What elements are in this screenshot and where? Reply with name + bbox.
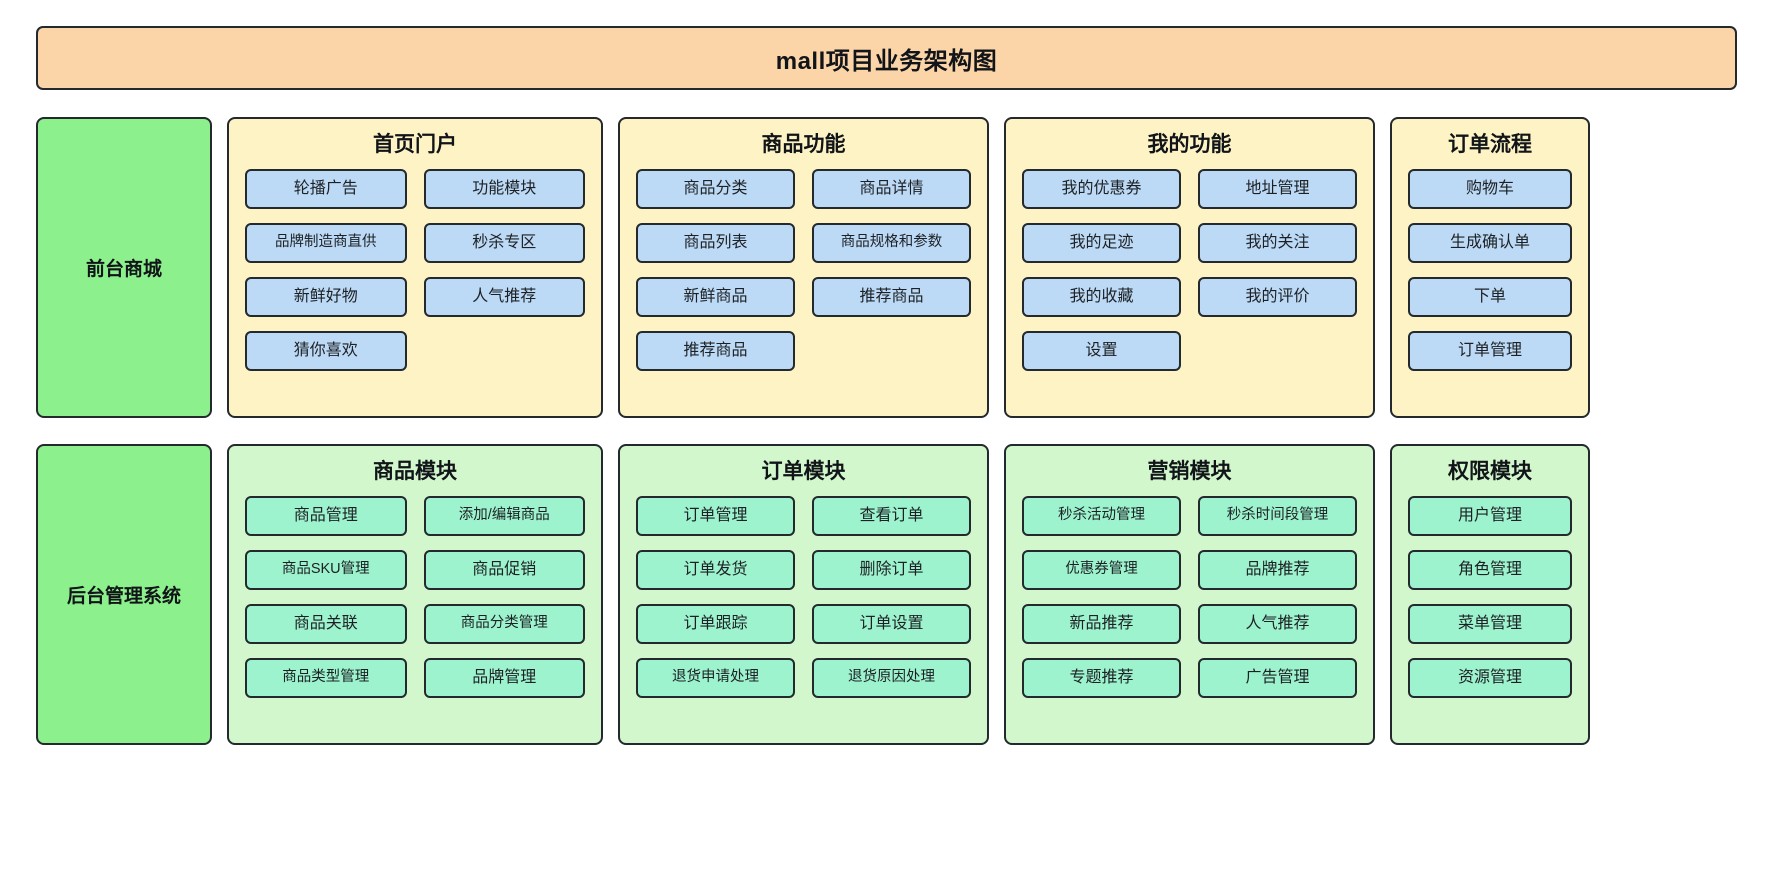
module-item[interactable]: 商品SKU管理 (245, 550, 407, 591)
module-item[interactable]: 商品类型管理 (245, 658, 407, 699)
module-item[interactable]: 新品推荐 (1022, 604, 1181, 645)
panel-order-flow: 订单流程 购物车 生成确认单 下单 订单管理 (1390, 117, 1590, 418)
module-item[interactable]: 品牌推荐 (1198, 550, 1357, 591)
module-item[interactable]: 商品详情 (812, 169, 971, 210)
module-item[interactable]: 商品分类管理 (423, 604, 585, 645)
panel-title-product-module: 商品模块 (373, 460, 457, 483)
module-item[interactable]: 订单跟踪 (636, 604, 795, 645)
module-item[interactable]: 查看订单 (812, 496, 971, 537)
module-item[interactable]: 我的关注 (1198, 223, 1357, 264)
tier-label-text: 后台管理系统 (66, 586, 181, 607)
frontend-panel-group: 首页门户 轮播广告 功能模块 品牌制造商直供 秒杀专区 新鲜好物 人气推荐 猜你… (227, 117, 1737, 418)
module-item[interactable]: 商品分类 (636, 169, 795, 210)
panel-home-portal: 首页门户 轮播广告 功能模块 品牌制造商直供 秒杀专区 新鲜好物 人气推荐 猜你… (227, 117, 603, 418)
panel-title-product-function: 商品功能 (761, 133, 846, 156)
panel-title-order-flow: 订单流程 (1448, 133, 1532, 156)
module-item[interactable]: 猜你喜欢 (245, 331, 407, 372)
module-item[interactable]: 菜单管理 (1408, 604, 1572, 645)
module-item[interactable]: 人气推荐 (1198, 604, 1357, 645)
module-item[interactable]: 订单管理 (1408, 331, 1572, 372)
module-item[interactable]: 功能模块 (423, 169, 585, 210)
panel-title-marketing-module: 营销模块 (1147, 460, 1232, 483)
module-item[interactable]: 商品管理 (245, 496, 407, 537)
module-item[interactable]: 下单 (1408, 277, 1572, 318)
module-item[interactable]: 专题推荐 (1022, 658, 1181, 699)
module-item[interactable]: 我的优惠券 (1022, 169, 1181, 210)
panel-order-module: 订单模块 订单管理 查看订单 订单发货 删除订单 订单跟踪 订单设置 退货申请处… (618, 444, 989, 745)
panel-marketing-module: 营销模块 秒杀活动管理 秒杀时间段管理 优惠券管理 品牌推荐 新品推荐 人气推荐… (1004, 444, 1375, 745)
module-item[interactable]: 设置 (1022, 331, 1181, 372)
panel-items-product-function: 商品分类 商品详情 商品列表 商品规格和参数 新鲜商品 推荐商品 推荐商品 (636, 169, 971, 372)
tier-row-frontend: 前台商城 首页门户 轮播广告 功能模块 品牌制造商直供 秒杀专区 新鲜好物 人气… (36, 117, 1737, 418)
module-item[interactable]: 订单管理 (636, 496, 795, 537)
module-item[interactable]: 添加/编辑商品 (423, 496, 585, 537)
module-item[interactable]: 订单发货 (636, 550, 795, 591)
panel-items-my-function: 我的优惠券 地址管理 我的足迹 我的关注 我的收藏 我的评价 设置 (1022, 169, 1357, 372)
panel-title-my-function: 我的功能 (1147, 133, 1232, 156)
module-item[interactable]: 购物车 (1408, 169, 1572, 210)
panel-title-permission-module: 权限模块 (1448, 460, 1532, 483)
module-item[interactable]: 删除订单 (812, 550, 971, 591)
module-item[interactable]: 推荐商品 (812, 277, 971, 318)
module-item[interactable]: 资源管理 (1408, 658, 1572, 699)
module-item[interactable]: 新鲜好物 (245, 277, 407, 318)
panel-items-permission-module: 用户管理 角色管理 菜单管理 资源管理 (1408, 496, 1572, 699)
panel-my-function: 我的功能 我的优惠券 地址管理 我的足迹 我的关注 我的收藏 我的评价 设置 (1004, 117, 1375, 418)
module-item[interactable]: 轮播广告 (245, 169, 407, 210)
tier-label-text: 前台商城 (85, 259, 162, 280)
tier-row-backend: 后台管理系统 商品模块 商品管理 添加/编辑商品 商品SKU管理 商品促销 商品… (36, 444, 1737, 745)
tier-label-backend: 后台管理系统 (36, 444, 212, 745)
module-item[interactable]: 品牌管理 (423, 658, 585, 699)
module-item[interactable]: 广告管理 (1198, 658, 1357, 699)
module-item[interactable]: 生成确认单 (1408, 223, 1572, 264)
panel-product-module: 商品模块 商品管理 添加/编辑商品 商品SKU管理 商品促销 商品关联 商品分类… (227, 444, 603, 745)
diagram-title-banner: mall项目业务架构图 (36, 26, 1737, 90)
tier-label-frontend: 前台商城 (36, 117, 212, 418)
module-item[interactable]: 我的收藏 (1022, 277, 1181, 318)
module-item[interactable]: 商品列表 (636, 223, 795, 264)
module-item[interactable]: 退货申请处理 (636, 658, 795, 699)
module-item[interactable]: 秒杀专区 (423, 223, 585, 264)
module-item[interactable]: 我的足迹 (1022, 223, 1181, 264)
module-item[interactable]: 秒杀活动管理 (1022, 496, 1181, 537)
panel-items-home-portal: 轮播广告 功能模块 品牌制造商直供 秒杀专区 新鲜好物 人气推荐 猜你喜欢 (245, 169, 585, 372)
module-item[interactable]: 地址管理 (1198, 169, 1357, 210)
panel-title-home-portal: 首页门户 (373, 133, 457, 156)
panel-permission-module: 权限模块 用户管理 角色管理 菜单管理 资源管理 (1390, 444, 1590, 745)
module-item[interactable]: 商品促销 (423, 550, 585, 591)
module-item[interactable]: 用户管理 (1408, 496, 1572, 537)
module-item[interactable]: 订单设置 (812, 604, 971, 645)
module-item[interactable]: 角色管理 (1408, 550, 1572, 591)
module-item[interactable]: 推荐商品 (636, 331, 795, 372)
panel-items-product-module: 商品管理 添加/编辑商品 商品SKU管理 商品促销 商品关联 商品分类管理 商品… (245, 496, 585, 699)
panel-items-order-module: 订单管理 查看订单 订单发货 删除订单 订单跟踪 订单设置 退货申请处理 退货原… (636, 496, 971, 699)
module-item[interactable]: 退货原因处理 (812, 658, 971, 699)
panel-items-marketing-module: 秒杀活动管理 秒杀时间段管理 优惠券管理 品牌推荐 新品推荐 人气推荐 专题推荐… (1022, 496, 1357, 699)
module-item[interactable]: 商品关联 (245, 604, 407, 645)
panel-items-order-flow: 购物车 生成确认单 下单 订单管理 (1408, 169, 1572, 372)
module-item[interactable]: 秒杀时间段管理 (1198, 496, 1357, 537)
panel-title-order-module: 订单模块 (761, 460, 846, 483)
module-item[interactable]: 品牌制造商直供 (245, 223, 407, 264)
backend-panel-group: 商品模块 商品管理 添加/编辑商品 商品SKU管理 商品促销 商品关联 商品分类… (227, 444, 1737, 745)
module-item[interactable]: 商品规格和参数 (812, 223, 971, 264)
module-item[interactable]: 优惠券管理 (1022, 550, 1181, 591)
module-item[interactable]: 新鲜商品 (636, 277, 795, 318)
panel-product-function: 商品功能 商品分类 商品详情 商品列表 商品规格和参数 新鲜商品 推荐商品 推荐… (618, 117, 989, 418)
module-item[interactable]: 人气推荐 (423, 277, 585, 318)
page-title: mall项目业务架构图 (775, 47, 998, 75)
module-item[interactable]: 我的评价 (1198, 277, 1357, 318)
